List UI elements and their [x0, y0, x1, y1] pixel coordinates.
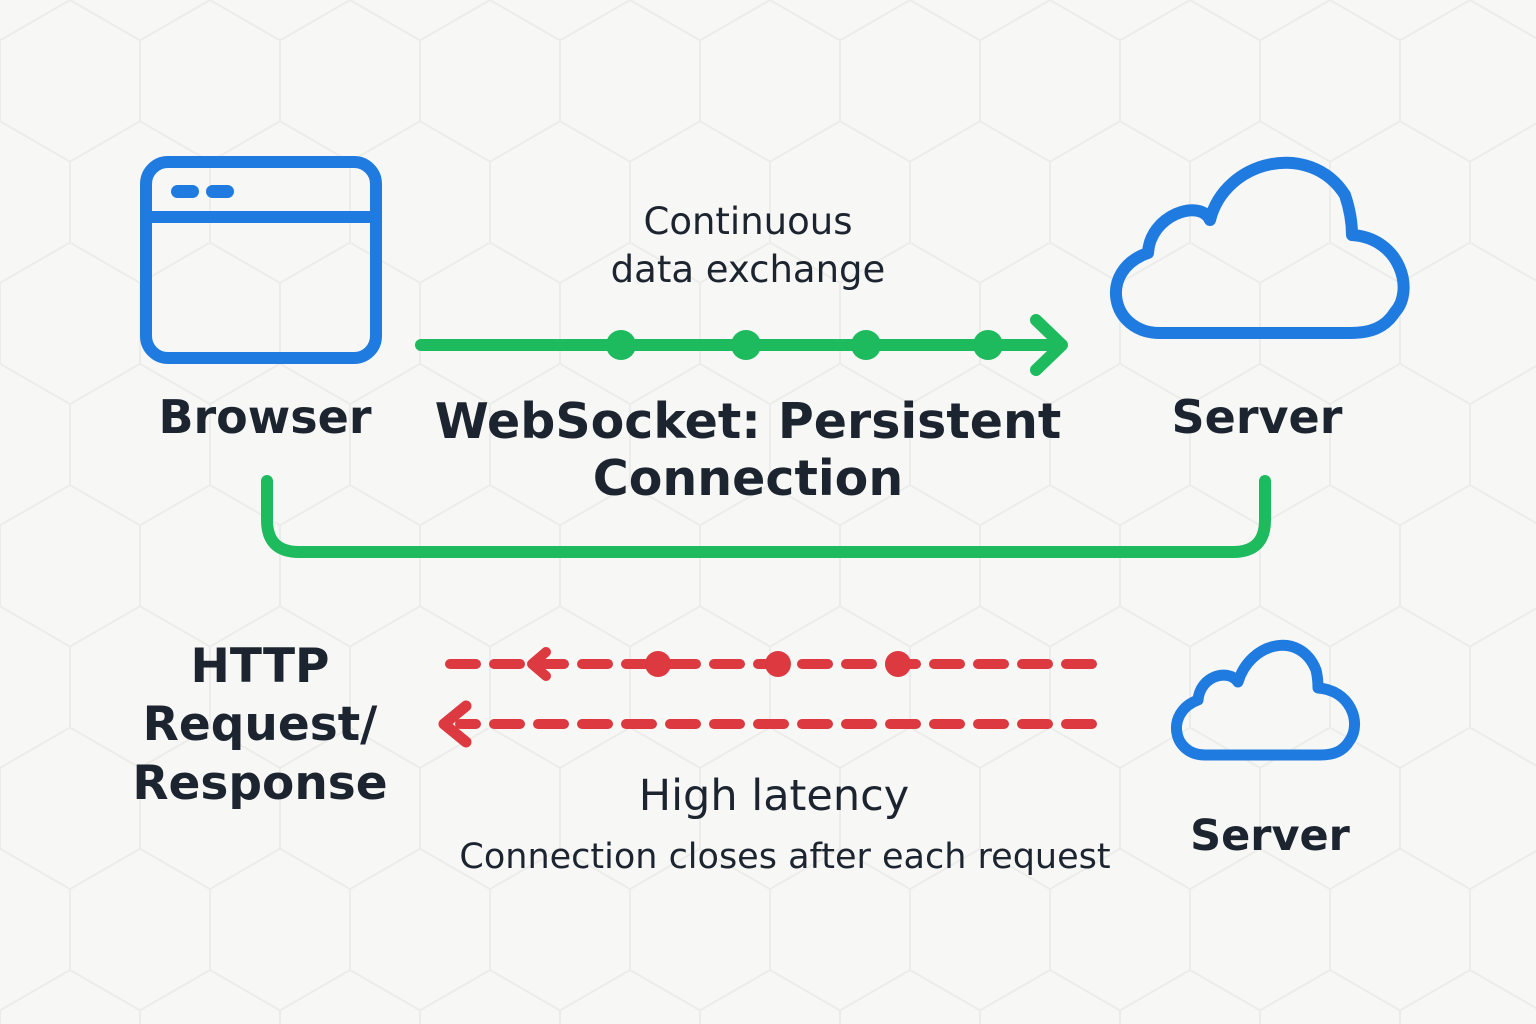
connection-close-note: Connection closes after each request	[459, 837, 1111, 877]
server-label: Server	[1171, 390, 1343, 444]
cloud-icon-small	[1171, 639, 1360, 761]
websocket-data-dots	[606, 330, 1003, 360]
http-response-line	[438, 700, 1097, 748]
browser-window-icon	[140, 156, 382, 364]
browser-window-dots	[171, 185, 234, 198]
latency-label: High latency	[638, 771, 910, 821]
browser-label: Browser	[158, 390, 372, 444]
server-label-bottom: Server	[1190, 811, 1350, 861]
websocket-caption: Continuous data exchange	[610, 200, 886, 292]
websocket-connection-bracket	[261, 475, 1271, 558]
cloud-icon	[1110, 156, 1410, 339]
websocket-title: WebSocket: Persistent Connection	[434, 393, 1062, 507]
http-title: HTTP Request/ Response	[132, 639, 388, 811]
http-request-line	[439, 647, 1097, 681]
